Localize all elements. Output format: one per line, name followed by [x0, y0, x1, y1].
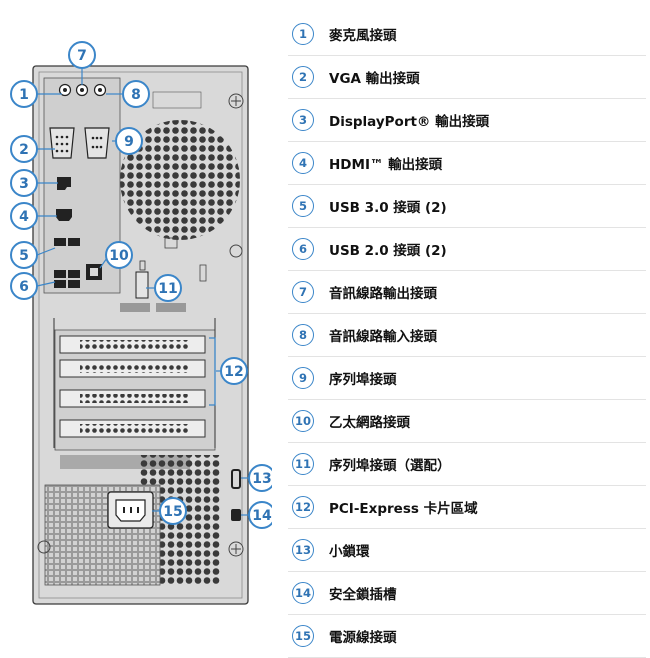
- legend-label: PCI-Express 卡片區域: [329, 501, 478, 517]
- svg-text:14: 14: [252, 508, 272, 524]
- chassis-inner-edge: [38, 71, 243, 599]
- legend-number: 14: [292, 582, 314, 604]
- svg-text:8: 8: [131, 87, 141, 103]
- legend-number: 11: [292, 453, 314, 475]
- callout-14: 14: [248, 501, 272, 529]
- usb2-port-c: [54, 280, 66, 288]
- svg-text:15: 15: [163, 504, 182, 520]
- legend-label: 序列埠接頭（選配）: [329, 458, 451, 474]
- callout-1: 1: [10, 80, 38, 108]
- legend-label: USB 2.0 接頭 (2): [329, 243, 447, 259]
- legend-label: VGA 輸出接頭: [329, 71, 420, 87]
- legend-label: 音訊線路輸入接頭: [329, 329, 437, 345]
- serial-port: [84, 127, 110, 159]
- legend-label: 序列埠接頭: [329, 372, 397, 388]
- legend-label: 小鎖環: [329, 544, 370, 560]
- legend-row: 3 DisplayPort® 輸出接頭: [288, 99, 646, 142]
- callout-4: 4: [10, 202, 38, 230]
- rear-panel-diagram: 1 7 8 2 9 3 4 5 6 10 11 12 13 14 15: [10, 41, 272, 605]
- legend-row: 1 麥克風接頭: [288, 13, 646, 56]
- legend-number: 15: [292, 625, 314, 647]
- legend-label: DisplayPort® 輸出接頭: [329, 114, 490, 130]
- legend-row: 13 小鎖環: [288, 529, 646, 572]
- svg-text:1: 1: [19, 87, 29, 103]
- legend-row: 12 PCI-Express 卡片區域: [288, 486, 646, 529]
- legend-row: 6 USB 2.0 接頭 (2): [288, 228, 646, 271]
- legend-label: 麥克風接頭: [329, 28, 397, 44]
- displayport-port: [57, 177, 71, 190]
- legend-row: 4 HDMI™ 輸出接頭: [288, 142, 646, 185]
- callout-8: 8: [122, 80, 150, 108]
- padlock-loop: [231, 469, 241, 489]
- hdmi-port: [56, 209, 72, 221]
- legend-number: 9: [292, 367, 314, 389]
- legend-number: 13: [292, 539, 314, 561]
- legend-number: 2: [292, 66, 314, 88]
- legend-number: 6: [292, 238, 314, 260]
- svg-text:3: 3: [19, 176, 29, 192]
- usb3-port-b: [68, 238, 80, 246]
- callout-9: 9: [115, 127, 143, 155]
- svg-text:6: 6: [19, 279, 29, 295]
- usb2-port-b: [68, 270, 80, 278]
- usb2-port-a: [54, 270, 66, 278]
- legend-row: 15 電源線接頭: [288, 615, 646, 658]
- callout-13: 13: [248, 464, 272, 492]
- legend-label: 乙太網路接頭: [329, 415, 410, 431]
- legend-row: 7 音訊線路輸出接頭: [288, 271, 646, 314]
- legend-label: HDMI™ 輸出接頭: [329, 157, 443, 173]
- legend-row: 2 VGA 輸出接頭: [288, 56, 646, 99]
- callout-15: 15: [159, 497, 187, 525]
- legend-row: 5 USB 3.0 接頭 (2): [288, 185, 646, 228]
- legend-label: USB 3.0 接頭 (2): [329, 200, 447, 216]
- callout-12: 12: [220, 357, 248, 385]
- callout-6: 6: [10, 272, 38, 300]
- callout-10: 10: [105, 241, 133, 269]
- callout-5: 5: [10, 241, 38, 269]
- legend-number: 5: [292, 195, 314, 217]
- legend-number: 4: [292, 152, 314, 174]
- legend-number: 10: [292, 410, 314, 432]
- legend-number: 1: [292, 23, 314, 45]
- connector-legend: 1 麥克風接頭 2 VGA 輸出接頭 3 DisplayPort® 輸出接頭 4 HDM…: [288, 13, 646, 658]
- top-fan-vent: [120, 120, 240, 240]
- callout-7: 7: [68, 41, 96, 69]
- legend-row: 10 乙太網路接頭: [288, 400, 646, 443]
- svg-text:10: 10: [109, 248, 129, 264]
- legend-row: 14 安全鎖插槽: [288, 572, 646, 615]
- callout-3: 3: [10, 169, 38, 197]
- usb2-port-d: [68, 280, 80, 288]
- legend-row: 9 序列埠接頭: [288, 357, 646, 400]
- svg-text:4: 4: [19, 209, 29, 225]
- legend-number: 3: [292, 109, 314, 131]
- legend-number: 7: [292, 281, 314, 303]
- svg-text:2: 2: [19, 142, 29, 158]
- svg-text:12: 12: [224, 364, 243, 380]
- legend-label: 安全鎖插槽: [329, 587, 397, 603]
- svg-text:9: 9: [124, 134, 134, 150]
- callout-2: 2: [10, 135, 38, 163]
- svg-text:11: 11: [158, 281, 177, 297]
- legend-number: 12: [292, 496, 314, 518]
- legend-number: 8: [292, 324, 314, 346]
- optional-serial-port: [135, 271, 149, 299]
- legend-row: 11 序列埠接頭（選配）: [288, 443, 646, 486]
- legend-label: 音訊線路輸出接頭: [329, 286, 437, 302]
- legend-row: 8 音訊線路輸入接頭: [288, 314, 646, 357]
- legend-label: 電源線接頭: [329, 630, 397, 646]
- svg-text:7: 7: [77, 48, 87, 64]
- callout-11: 11: [154, 274, 182, 302]
- svg-text:13: 13: [252, 471, 271, 487]
- security-slot: [231, 509, 241, 521]
- usb3-port-a: [54, 238, 66, 246]
- svg-text:5: 5: [19, 248, 29, 264]
